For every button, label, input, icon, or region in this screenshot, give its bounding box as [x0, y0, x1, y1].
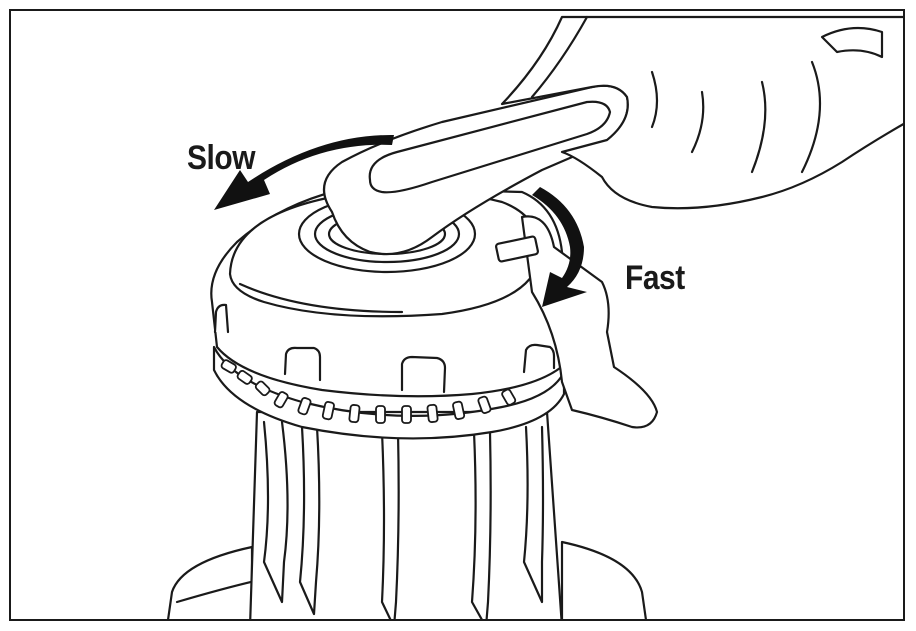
fast-label: Fast [625, 259, 685, 297]
counterclockwise-arrow-icon [214, 134, 394, 210]
drum-ribs [262, 420, 545, 619]
winch-base-right [560, 540, 647, 619]
clockwise-arrow-icon [532, 187, 587, 307]
winch-drum [249, 410, 563, 619]
gear-teeth [220, 359, 517, 424]
slow-label: Slow [187, 139, 256, 177]
illustration-frame: Slow Fast [9, 9, 905, 621]
handle-lock-lever [520, 215, 659, 429]
winch-handle-illustration [167, 15, 903, 619]
glove-cuff [820, 26, 884, 59]
cap-notches [213, 303, 556, 394]
